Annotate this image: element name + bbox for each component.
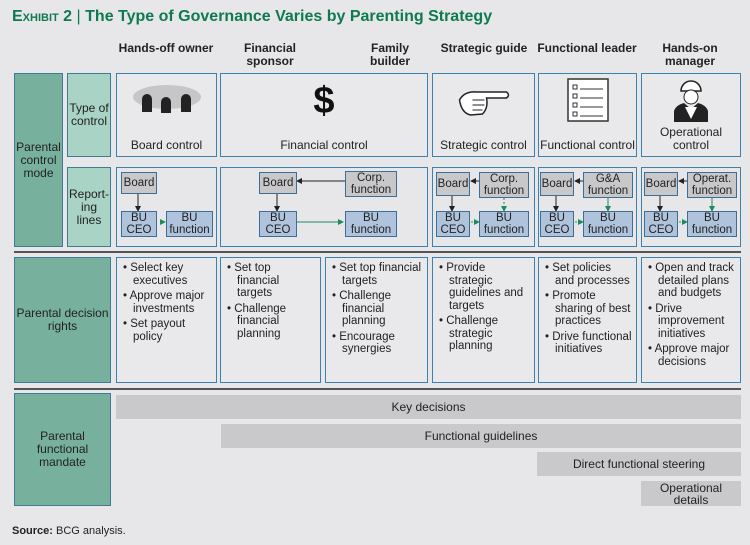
label-decision-rights: Parental decision rights (14, 257, 111, 383)
decision-cell: Provide strategic guidelines and targets… (432, 257, 535, 383)
mandate-direct-functional-steering: Direct functional steering (537, 452, 741, 476)
control-label: Functional control (540, 138, 635, 152)
label-control-mode: Parental control mode (14, 73, 63, 247)
title-separator: | (76, 8, 81, 25)
header-functional-leader: Functional leader (537, 41, 637, 55)
mandate-operational-details: Operational details (641, 481, 741, 506)
bu-ceo-box: BU CEO (121, 211, 157, 237)
pointing-hand-icon (456, 86, 511, 118)
mandate-functional-guidelines: Functional guidelines (221, 424, 741, 448)
board-box: Board (121, 172, 157, 194)
reporting-cell-functional: Board G&A function BU CEO BU function (538, 167, 637, 247)
divider (14, 251, 741, 253)
title-text: The Type of Governance Varies by Parenti… (85, 8, 493, 25)
decision-item: Select key executives (123, 262, 212, 287)
decision-item: Open and track detailed plans and budget… (648, 262, 736, 300)
board-box: Board (540, 172, 574, 196)
exhibit-number: Exhibit 2 (12, 8, 73, 25)
reporting-cell-financial: Board Corp. function BU CEO BU function (220, 167, 428, 247)
decision-item: Encourage synergies (332, 331, 423, 356)
bu-function-box: BU function (687, 211, 737, 237)
divider (14, 388, 741, 390)
decision-cell: Set policies and processesPromote sharin… (538, 257, 637, 383)
decision-item: Set policies and processes (545, 262, 632, 287)
reporting-arrows (135, 178, 715, 225)
bu-function-box: BU function (345, 211, 397, 237)
decision-item: Provide strategic guidelines and targets (439, 262, 530, 312)
bu-ceo-box: BU CEO (644, 211, 678, 237)
worker-icon (674, 77, 708, 122)
header-family-builder: Family builder (369, 41, 410, 68)
control-label: Strategic control (440, 138, 527, 152)
bu-function-box: BU function (166, 211, 213, 237)
control-cell-financial: $ Financial control (220, 73, 428, 157)
control-cell-functional: Functional control (538, 73, 637, 157)
decision-item: Drive functional initiatives (545, 331, 632, 356)
label-type-of-control: Type of control (67, 73, 111, 157)
decision-item: Set top financial targets (332, 262, 423, 287)
control-label: Financial control (280, 138, 368, 152)
decision-item: Set top financial targets (227, 262, 316, 300)
header-hands-on-manager: Hands-on manager (662, 41, 718, 68)
bu-ceo-box: BU CEO (259, 211, 297, 237)
exhibit-title: Exhibit 2 | The Type of Governance Varie… (12, 8, 492, 26)
control-cell-board: Board control (116, 73, 217, 157)
checklist-icon (566, 78, 609, 122)
decision-item: Approve major investments (123, 290, 212, 315)
decision-item: Challenge financial planning (332, 290, 423, 328)
board-meeting-icon (132, 85, 201, 113)
decision-item: Set payout policy (123, 318, 212, 343)
board-box: Board (436, 172, 470, 196)
header-hands-off-owner: Hands-off owner (118, 41, 214, 55)
label-functional-mandate: Parental functional mandate (14, 393, 111, 506)
reporting-cell-hands-off: Board BU CEO BU function (116, 167, 217, 247)
source-label: Source: (12, 525, 53, 537)
bu-function-box: BU function (583, 211, 633, 237)
reporting-cell-hands-on: Board Operat. function BU CEO BU functio… (641, 167, 741, 247)
board-box: Board (644, 172, 678, 196)
bu-ceo-box: BU CEO (540, 211, 574, 237)
reporting-cell-strategic: Board Corp. function BU CEO BU function (432, 167, 535, 247)
control-label: Operational control (659, 125, 723, 152)
header-strategic-guide: Strategic guide (440, 41, 528, 55)
dollar-icon: $ (313, 80, 335, 122)
decision-item: Challenge financial planning (227, 303, 316, 341)
operat-function-box: Operat. function (687, 172, 737, 198)
label-reporting-lines: Report-ing lines (67, 167, 111, 247)
board-box: Board (259, 172, 297, 194)
decision-item: Drive improvement initiatives (648, 303, 736, 341)
control-cell-strategic: Strategic control (432, 73, 535, 157)
decision-cell: Select key executivesApprove major inves… (116, 257, 217, 383)
header-financial-sponsor: Financial sponsor (243, 41, 296, 68)
decision-cell: Open and track detailed plans and budget… (641, 257, 741, 383)
control-label: Board control (130, 138, 203, 152)
corp-function-box: Corp. function (345, 171, 397, 197)
decision-item: Promote sharing of best practices (545, 290, 632, 328)
decision-cell: Set top financial targetsChallenge finan… (220, 257, 321, 383)
decision-item: Challenge strategic planning (439, 315, 530, 353)
control-cell-operational: Operational control (641, 73, 741, 157)
bu-function-box: BU function (479, 211, 529, 237)
decision-item: Approve major decisions (648, 343, 736, 368)
corp-function-box: Corp. function (479, 172, 529, 198)
ga-function-box: G&A function (583, 172, 633, 198)
source-note: Source: BCG analysis. (12, 525, 126, 537)
mandate-key-decisions: Key decisions (116, 395, 741, 419)
decision-cell: Set top financial targetsChallenge finan… (325, 257, 428, 383)
source-text: BCG analysis. (56, 525, 126, 537)
bu-ceo-box: BU CEO (436, 211, 470, 237)
